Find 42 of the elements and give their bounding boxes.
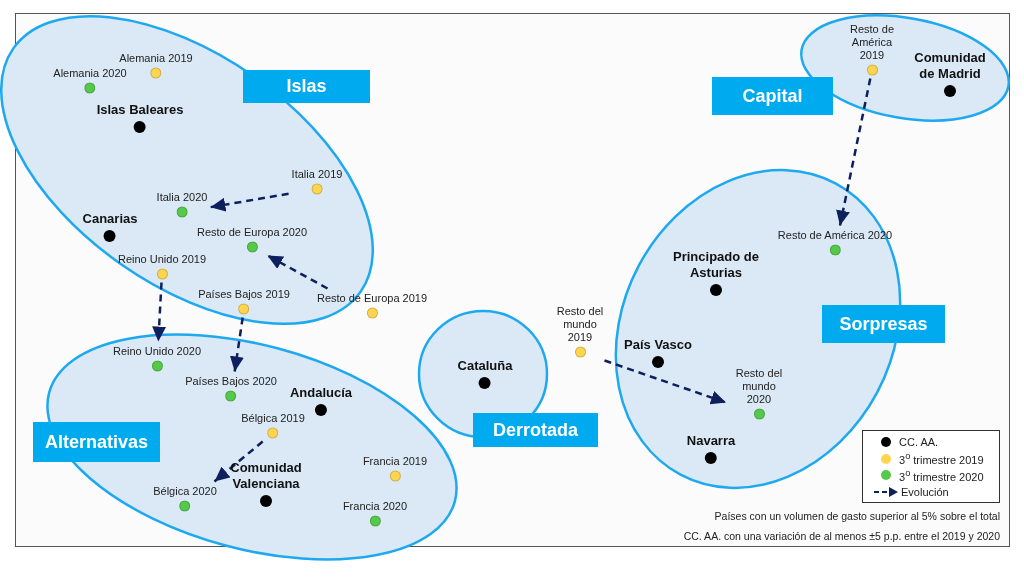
group-tag: Derrotada (473, 413, 598, 447)
country-label: Bélgica 2020 (153, 484, 217, 498)
dashed-arrow (213, 440, 264, 483)
region-label: Comunidad Valenciana (229, 460, 303, 492)
country-label: Resto del mundo 2020 (734, 366, 784, 406)
legend-label: 3$^{o}$ trimestre 2020 (899, 467, 984, 483)
country-label: Alemania 2020 (53, 66, 127, 80)
country-label: Francia 2020 (342, 499, 408, 513)
country-label: Italia 2019 (291, 167, 343, 181)
country-label: Resto del mundo 2019 (555, 304, 605, 344)
dashed-arrow (266, 254, 329, 290)
country-label: Resto de América 2019 (849, 22, 895, 62)
footnote: Países con un volumen de gasto superior al 5% sobre el total (714, 510, 1000, 522)
legend-label: CC. AA. (899, 436, 939, 449)
country-label: Italia 2020 (156, 190, 208, 204)
dashed-arrow (836, 78, 872, 226)
region-label: País Vasco (624, 337, 692, 353)
region-label: Islas Baleares (96, 102, 184, 118)
group-tag: Capital (712, 77, 833, 115)
country-label: Francia 2019 (362, 454, 428, 468)
dashed-arrow (210, 192, 289, 212)
footnote: CC. AA. con una variación de al menos ±5 p.p. entre el 2019 y 2020 (683, 530, 1000, 542)
country-label: Reino Unido 2019 (117, 252, 207, 266)
group-tag: Alternativas (33, 422, 160, 462)
country-label: Bélgica 2019 (241, 411, 305, 425)
dashed-arrow (604, 359, 727, 405)
legend-label: Evolución (901, 485, 949, 498)
region-label: Cataluña (457, 358, 513, 374)
region-label: Comunidad de Madrid (913, 50, 987, 82)
country-label: Resto de Europa 2020 (196, 225, 308, 239)
country-label: Alemania 2019 (119, 51, 193, 65)
group-tag: Islas (243, 70, 370, 103)
region-label: Canarias (82, 211, 138, 227)
country-label: Reino Unido 2020 (112, 344, 202, 358)
country-label: Países Bajos 2019 (198, 287, 290, 301)
group-tag: Sorpresas (822, 305, 945, 343)
legend-label: 3$^{o}$ trimestre 2019 (899, 451, 984, 467)
dashed-arrow (152, 282, 167, 342)
country-label: Países Bajos 2020 (185, 374, 277, 388)
region-label: Principado de Asturias (672, 249, 760, 281)
region-label: Navarra (686, 433, 736, 449)
region-label: Andalucía (289, 385, 353, 401)
